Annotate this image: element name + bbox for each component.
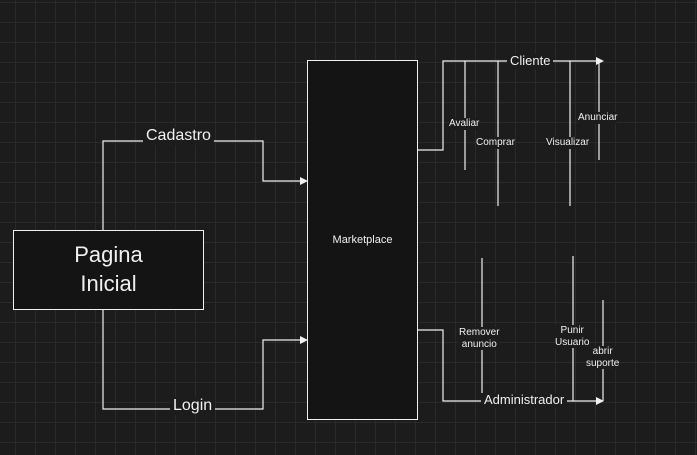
action-label-comprar: Comprar	[476, 137, 515, 149]
action-label-remover-anuncio: Remover anuncio	[459, 327, 500, 350]
edge-cadastro	[102, 140, 301, 230]
edge-login	[102, 310, 301, 410]
node-marketplace-label: Marketplace	[332, 234, 393, 246]
action-label-anunciar: Anunciar	[578, 112, 618, 124]
node-pagina-inicial-label: Pagina Inicial	[74, 242, 143, 296]
edge-cadastro-arrowhead	[300, 177, 308, 185]
edge-label-administrador: Administrador	[481, 392, 568, 408]
action-label-avaliar: Avaliar	[449, 118, 480, 130]
edge-label-login: Login	[170, 397, 216, 416]
node-marketplace[interactable]: Marketplace	[307, 60, 418, 420]
node-pagina-inicial[interactable]: Pagina Inicial	[13, 230, 204, 310]
edge-label-cliente: Cliente	[507, 53, 554, 69]
action-label-visualizar: Visualizar	[546, 137, 590, 149]
edge-label-cadastro: Cadastro	[143, 127, 214, 146]
edge-cliente-arrowhead	[596, 57, 604, 65]
action-label-punir-usuario: Punir Usuario	[555, 325, 590, 348]
edge-login-arrowhead	[300, 336, 308, 344]
edge-administrador-arrowhead	[596, 397, 604, 405]
action-label-abrir-suporte: abrir suporte	[586, 346, 620, 369]
